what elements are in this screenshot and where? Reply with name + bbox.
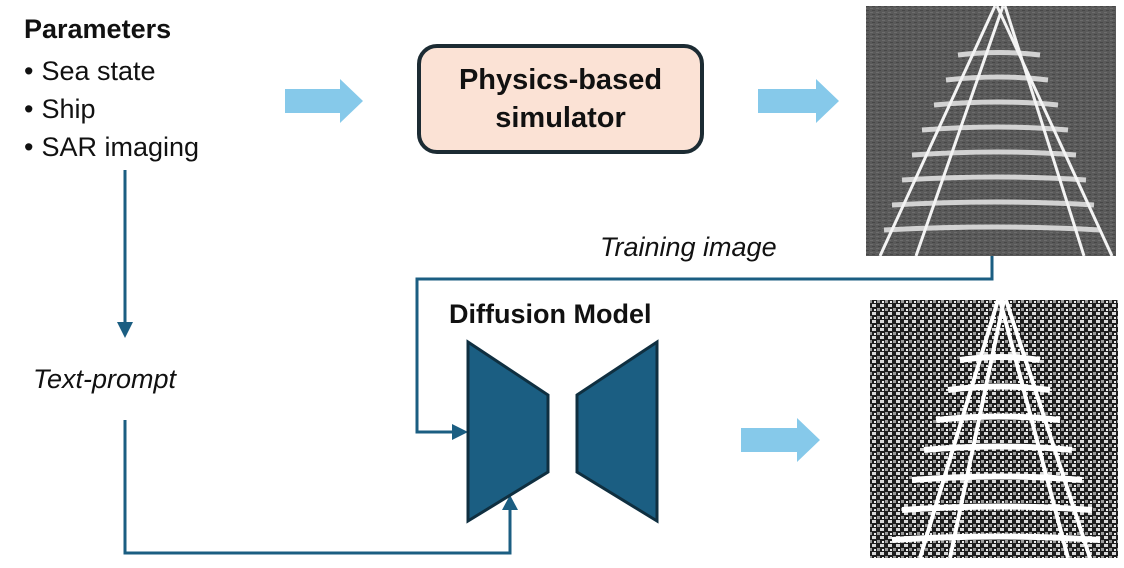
arrowhead-model-left xyxy=(452,424,468,440)
physics-simulator-box: Physics-based simulator xyxy=(417,44,704,154)
diffusion-encoder-shape xyxy=(466,339,550,524)
connector-prompt-to-model xyxy=(123,420,512,555)
parameters-title: Parameters xyxy=(24,14,172,44)
connector-training-to-model xyxy=(415,256,994,434)
text-prompt-label: Text-prompt xyxy=(33,364,177,394)
training-image-label: Training image xyxy=(600,232,777,262)
parameter-item-ship: Ship xyxy=(24,90,199,128)
parameter-item-sea-state: Sea state xyxy=(24,52,199,90)
block-arrow-params-to-simulator xyxy=(285,79,363,123)
diffusion-decoder-shape xyxy=(575,339,659,524)
physics-simulator-label: Physics-based simulator xyxy=(458,64,663,134)
block-arrow-simulator-to-image xyxy=(758,79,839,123)
parameters-list: Sea state Ship SAR imaging xyxy=(24,52,199,166)
simulated-sar-image xyxy=(866,6,1116,256)
diffusion-model-title: Diffusion Model xyxy=(449,299,652,329)
arrowhead-prompt xyxy=(117,322,133,338)
arrowhead-model-bottom xyxy=(502,495,518,510)
generated-sar-image xyxy=(870,300,1118,558)
parameter-item-sar-imaging: SAR imaging xyxy=(24,128,199,166)
block-arrow-model-to-image xyxy=(741,418,820,462)
